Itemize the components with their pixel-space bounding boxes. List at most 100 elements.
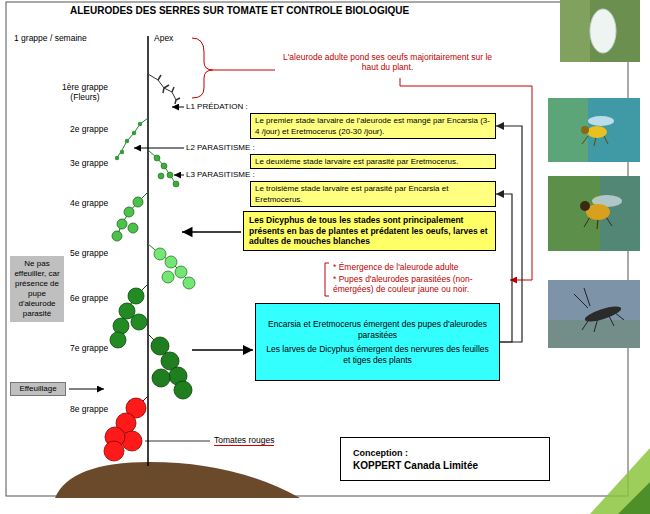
emergence-text: Les larves de Dicyphus émergent des nerv… (264, 344, 491, 366)
emergence-box: Encarsia et Eretmocerus émergent des pup… (255, 303, 500, 381)
rate-label: 1 grappe / semaine (14, 33, 87, 43)
tomato (112, 231, 122, 241)
pointer-arrow (134, 148, 184, 149)
leader-line (145, 441, 210, 442)
tomato (110, 332, 126, 348)
leader-line (213, 70, 275, 71)
label-holder: * Pupes d'aleurodes parasitées (non-émer… (333, 274, 505, 294)
stage-text: Le premier stade larvaire de l'aleurode … (250, 113, 496, 139)
wasp-wing (588, 116, 614, 126)
bracket (325, 263, 329, 296)
tomato (119, 303, 135, 319)
bracket (192, 38, 213, 98)
predator-box: Les Dicyphus de tous les stades sont pri… (243, 211, 496, 251)
tomato (183, 277, 195, 289)
flower-cluster (148, 74, 176, 100)
credit-box: Conception :KOPPERT Canada Limitée (340, 437, 550, 481)
pointer-arrow (174, 175, 184, 176)
tomato (138, 122, 142, 126)
dicyphus-photo (548, 280, 640, 348)
action-box: Effeuillage (10, 382, 66, 396)
stage-box: L2 PARASITISME :Le deuxième stade larvai… (186, 143, 496, 169)
wasp-legs (582, 136, 608, 146)
stage-text: Le troisième stade larvaire est parasité… (250, 181, 496, 207)
tomato (131, 314, 147, 330)
pointer-arrow (172, 107, 184, 108)
credit-text: KOPPERT Canada Limitée (353, 459, 537, 472)
pointer-arrow (192, 349, 253, 351)
credit-heading: Conception : (353, 447, 537, 459)
pointer-arrow (69, 389, 104, 390)
tomato (154, 155, 160, 161)
tomato (105, 427, 125, 447)
tomato (120, 150, 124, 154)
wasp-head (581, 126, 589, 134)
tomato (162, 271, 174, 283)
tomato (165, 256, 177, 268)
label-holder: 3e grappe (70, 158, 108, 168)
cluster-label: 8e grappe (70, 404, 108, 414)
whitefly (590, 9, 616, 53)
cluster-label: 7e grappe (70, 343, 108, 353)
stage-heading: L2 PARASITISME : (186, 143, 496, 153)
diagram-title: ALEURODES DES SERRES SUR TOMATE ET CONTR… (70, 5, 409, 17)
note-box: Ne pas effeuiller, car présence de pupe … (10, 256, 64, 322)
bug-legs (574, 288, 624, 332)
tomato (104, 441, 124, 461)
encarsia-wasp (587, 126, 607, 138)
tomato (128, 288, 144, 304)
tomato (161, 163, 167, 169)
tomato (175, 266, 187, 278)
tomato (152, 369, 170, 387)
tomato (126, 398, 146, 418)
predator-text: Les Dicyphus de tous les stades sont pri… (249, 215, 490, 247)
tomato (154, 248, 166, 260)
photo-shading (548, 320, 640, 348)
title-holder: ALEURODES DES SERRES SUR TOMATE ET CONTR… (70, 5, 409, 17)
emergence-text: Encarsia et Eretmocerus émergent des pup… (264, 319, 491, 341)
wasp-head (580, 201, 590, 211)
slide-decoration (590, 448, 650, 514)
dicyphus-bug (583, 303, 622, 324)
tomato (128, 223, 138, 233)
cluster-label: 5e grappe (70, 248, 108, 258)
tomato (161, 352, 179, 370)
cluster-label: 2e grappe (70, 124, 108, 134)
eretmocerus-photo (548, 176, 640, 251)
slide-decoration (618, 482, 650, 514)
wasp-legs (584, 217, 612, 229)
photo-shading (600, 176, 640, 251)
note-label: * Émergence de l'aleurode adulte (333, 262, 505, 272)
label-holder: 8e grappe (70, 404, 108, 414)
label-holder: 4e grappe (70, 198, 108, 208)
apex-label: Apex (154, 33, 173, 43)
action-text: Effeuillage (13, 384, 63, 394)
fruit-stalk (117, 284, 148, 338)
cluster-label: 1ère grappe (Fleurs) (56, 82, 114, 102)
cluster-label: 3e grappe (70, 158, 108, 168)
tomato (122, 431, 142, 451)
whitefly-photo (560, 0, 640, 62)
tomato (173, 181, 179, 187)
label-holder: 6e grappe (70, 293, 108, 303)
fruit-stalk (117, 192, 148, 236)
label-holder: * Émergence de l'aleurode adulte (333, 262, 505, 272)
fruit-stalk (148, 150, 176, 184)
label-holder: 1 grappe / semaine (14, 33, 87, 43)
plant-stem (147, 36, 149, 466)
fruit-stalk (148, 244, 189, 282)
flower (158, 75, 180, 104)
fruit-stalk (148, 334, 184, 388)
label-holder: Tomates rouges (214, 435, 274, 446)
soil-mound (55, 462, 300, 498)
note-label: L'aleurode adulte pond ses oeufs majorit… (280, 52, 495, 72)
tomato (151, 337, 169, 355)
cluster-label: 6e grappe (70, 293, 108, 303)
tomato (133, 197, 143, 207)
stage-box: L1 PRÉDATION :Le premier stade larvaire … (186, 102, 496, 139)
fruit-stalk (117, 118, 148, 158)
label-holder: 1ère grappe (Fleurs) (56, 82, 114, 102)
tomato (115, 156, 119, 160)
fruit-stalk (112, 396, 148, 450)
